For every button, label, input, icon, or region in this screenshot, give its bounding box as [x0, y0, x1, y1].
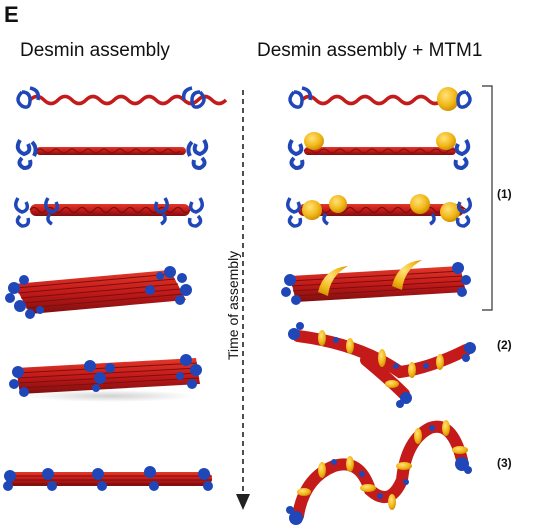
stage-label-3: (3)	[497, 456, 512, 470]
stage-label-1: (1)	[497, 187, 512, 201]
left-filament-2	[15, 138, 209, 171]
right-structure-2	[288, 322, 476, 408]
panel-letter: E	[4, 2, 19, 27]
stage-label-2: (2)	[497, 338, 512, 352]
left-filament-5	[9, 354, 202, 402]
left-column-title: Desmin assembly	[20, 40, 170, 61]
left-filament-4	[5, 266, 192, 319]
right-filament-4	[281, 260, 471, 305]
right-filament-2	[287, 132, 471, 171]
left-filament-1	[16, 86, 228, 109]
time-arrow-icon	[236, 90, 250, 510]
right-filament-3	[286, 194, 472, 228]
right-structure-3	[286, 420, 472, 525]
stage-1-bracket	[482, 85, 493, 311]
right-column-title: Desmin assembly + MTM1	[257, 40, 483, 61]
left-filament-6	[3, 466, 213, 491]
right-filament-1	[288, 86, 472, 111]
left-filament-3	[14, 197, 204, 228]
